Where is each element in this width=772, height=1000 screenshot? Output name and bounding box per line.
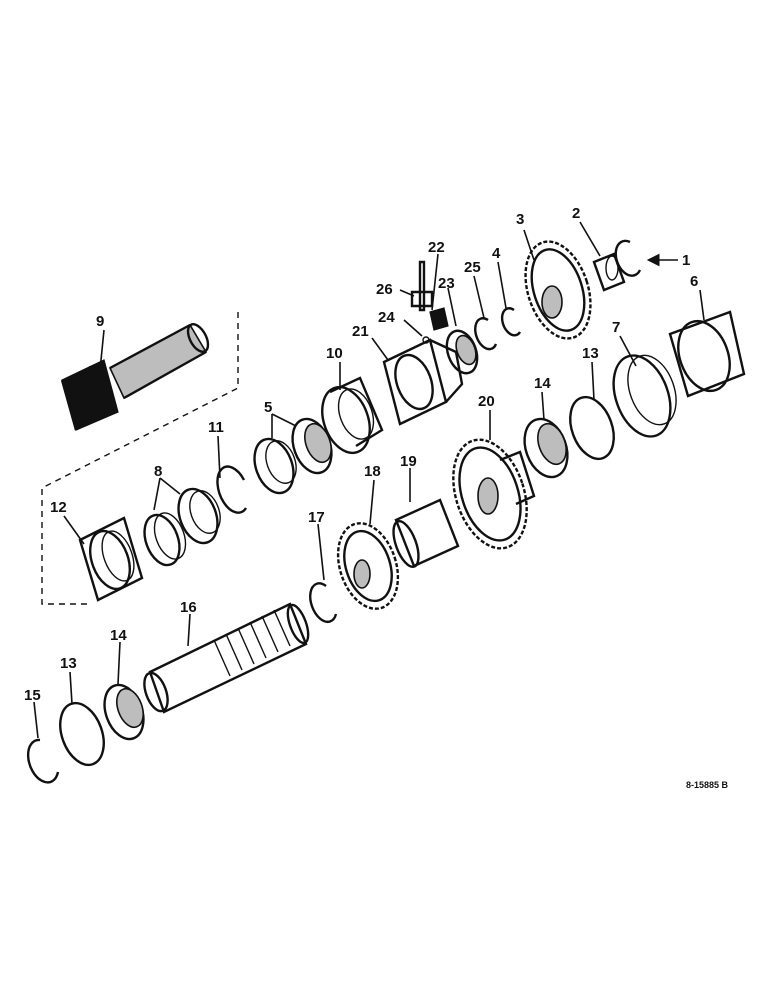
leader-lines [33,221,705,739]
part-8-bearing [143,487,221,567]
part-6-cover [668,310,746,398]
callout-8: 8 [154,463,162,480]
callout-16: 16 [180,599,197,616]
callout-25: 25 [464,259,481,276]
part-1-snap-ring [614,239,642,277]
callout-15: 15 [24,687,41,704]
part-21-retainer [382,338,464,426]
part-2-needle-bearing [592,252,626,292]
part-20-gear [452,438,536,550]
part-11-snap-ring [216,465,248,514]
callout-10: 10 [326,345,343,362]
callout-9: 9 [96,313,104,330]
part-9-bevel-pinion-shaft [60,323,210,431]
part-10-cap [321,376,384,455]
callout-22: 22 [428,239,445,256]
callout-5: 5 [264,399,272,416]
part-16-splined-shaft [143,602,310,714]
callout-19: 19 [400,453,417,470]
part-14-bearing-lower [103,683,145,741]
callout-18: 18 [364,463,381,480]
callout-20: 20 [478,393,495,410]
callout-2: 2 [572,205,580,222]
callout-14-lower: 14 [110,627,127,644]
part-14-bearing-upper [523,417,569,479]
part-7-gasket [612,354,677,438]
callout-4: 4 [492,245,501,262]
callout-6: 6 [690,273,698,290]
callout-21: 21 [352,323,369,340]
callout-13-upper: 13 [582,345,599,362]
part-13-cup-upper [569,395,615,461]
part-13-cup-lower [59,701,105,767]
part-4-snap-ring [500,307,522,337]
part-18-gear [336,522,400,610]
part-23-seal [445,329,479,375]
callout-7: 7 [612,319,620,336]
part-3-gear [524,240,592,340]
callout-11: 11 [208,419,224,436]
callout-17: 17 [308,509,325,526]
part-19-sleeve [392,498,460,569]
callout-labels: 1 2 3 4 5 6 7 8 9 10 11 12 13 14 15 16 1… [24,205,698,704]
callout-24: 24 [378,309,395,326]
callout-23: 23 [438,275,455,292]
drawing-reference: 8-15885 B [686,780,729,790]
part-5-bearing [253,417,333,495]
callout-12: 12 [50,499,67,516]
callout-14-upper: 14 [534,375,551,392]
callout-13-lower: 13 [60,655,77,672]
callout-1: 1 [682,252,690,269]
callout-3: 3 [516,211,524,228]
part-12-bearing-cage [78,516,144,602]
callout-26: 26 [376,281,393,298]
part-15-snap-ring [26,738,60,784]
part-17-snap-ring [309,582,338,624]
part-25-snap-ring [474,317,498,351]
